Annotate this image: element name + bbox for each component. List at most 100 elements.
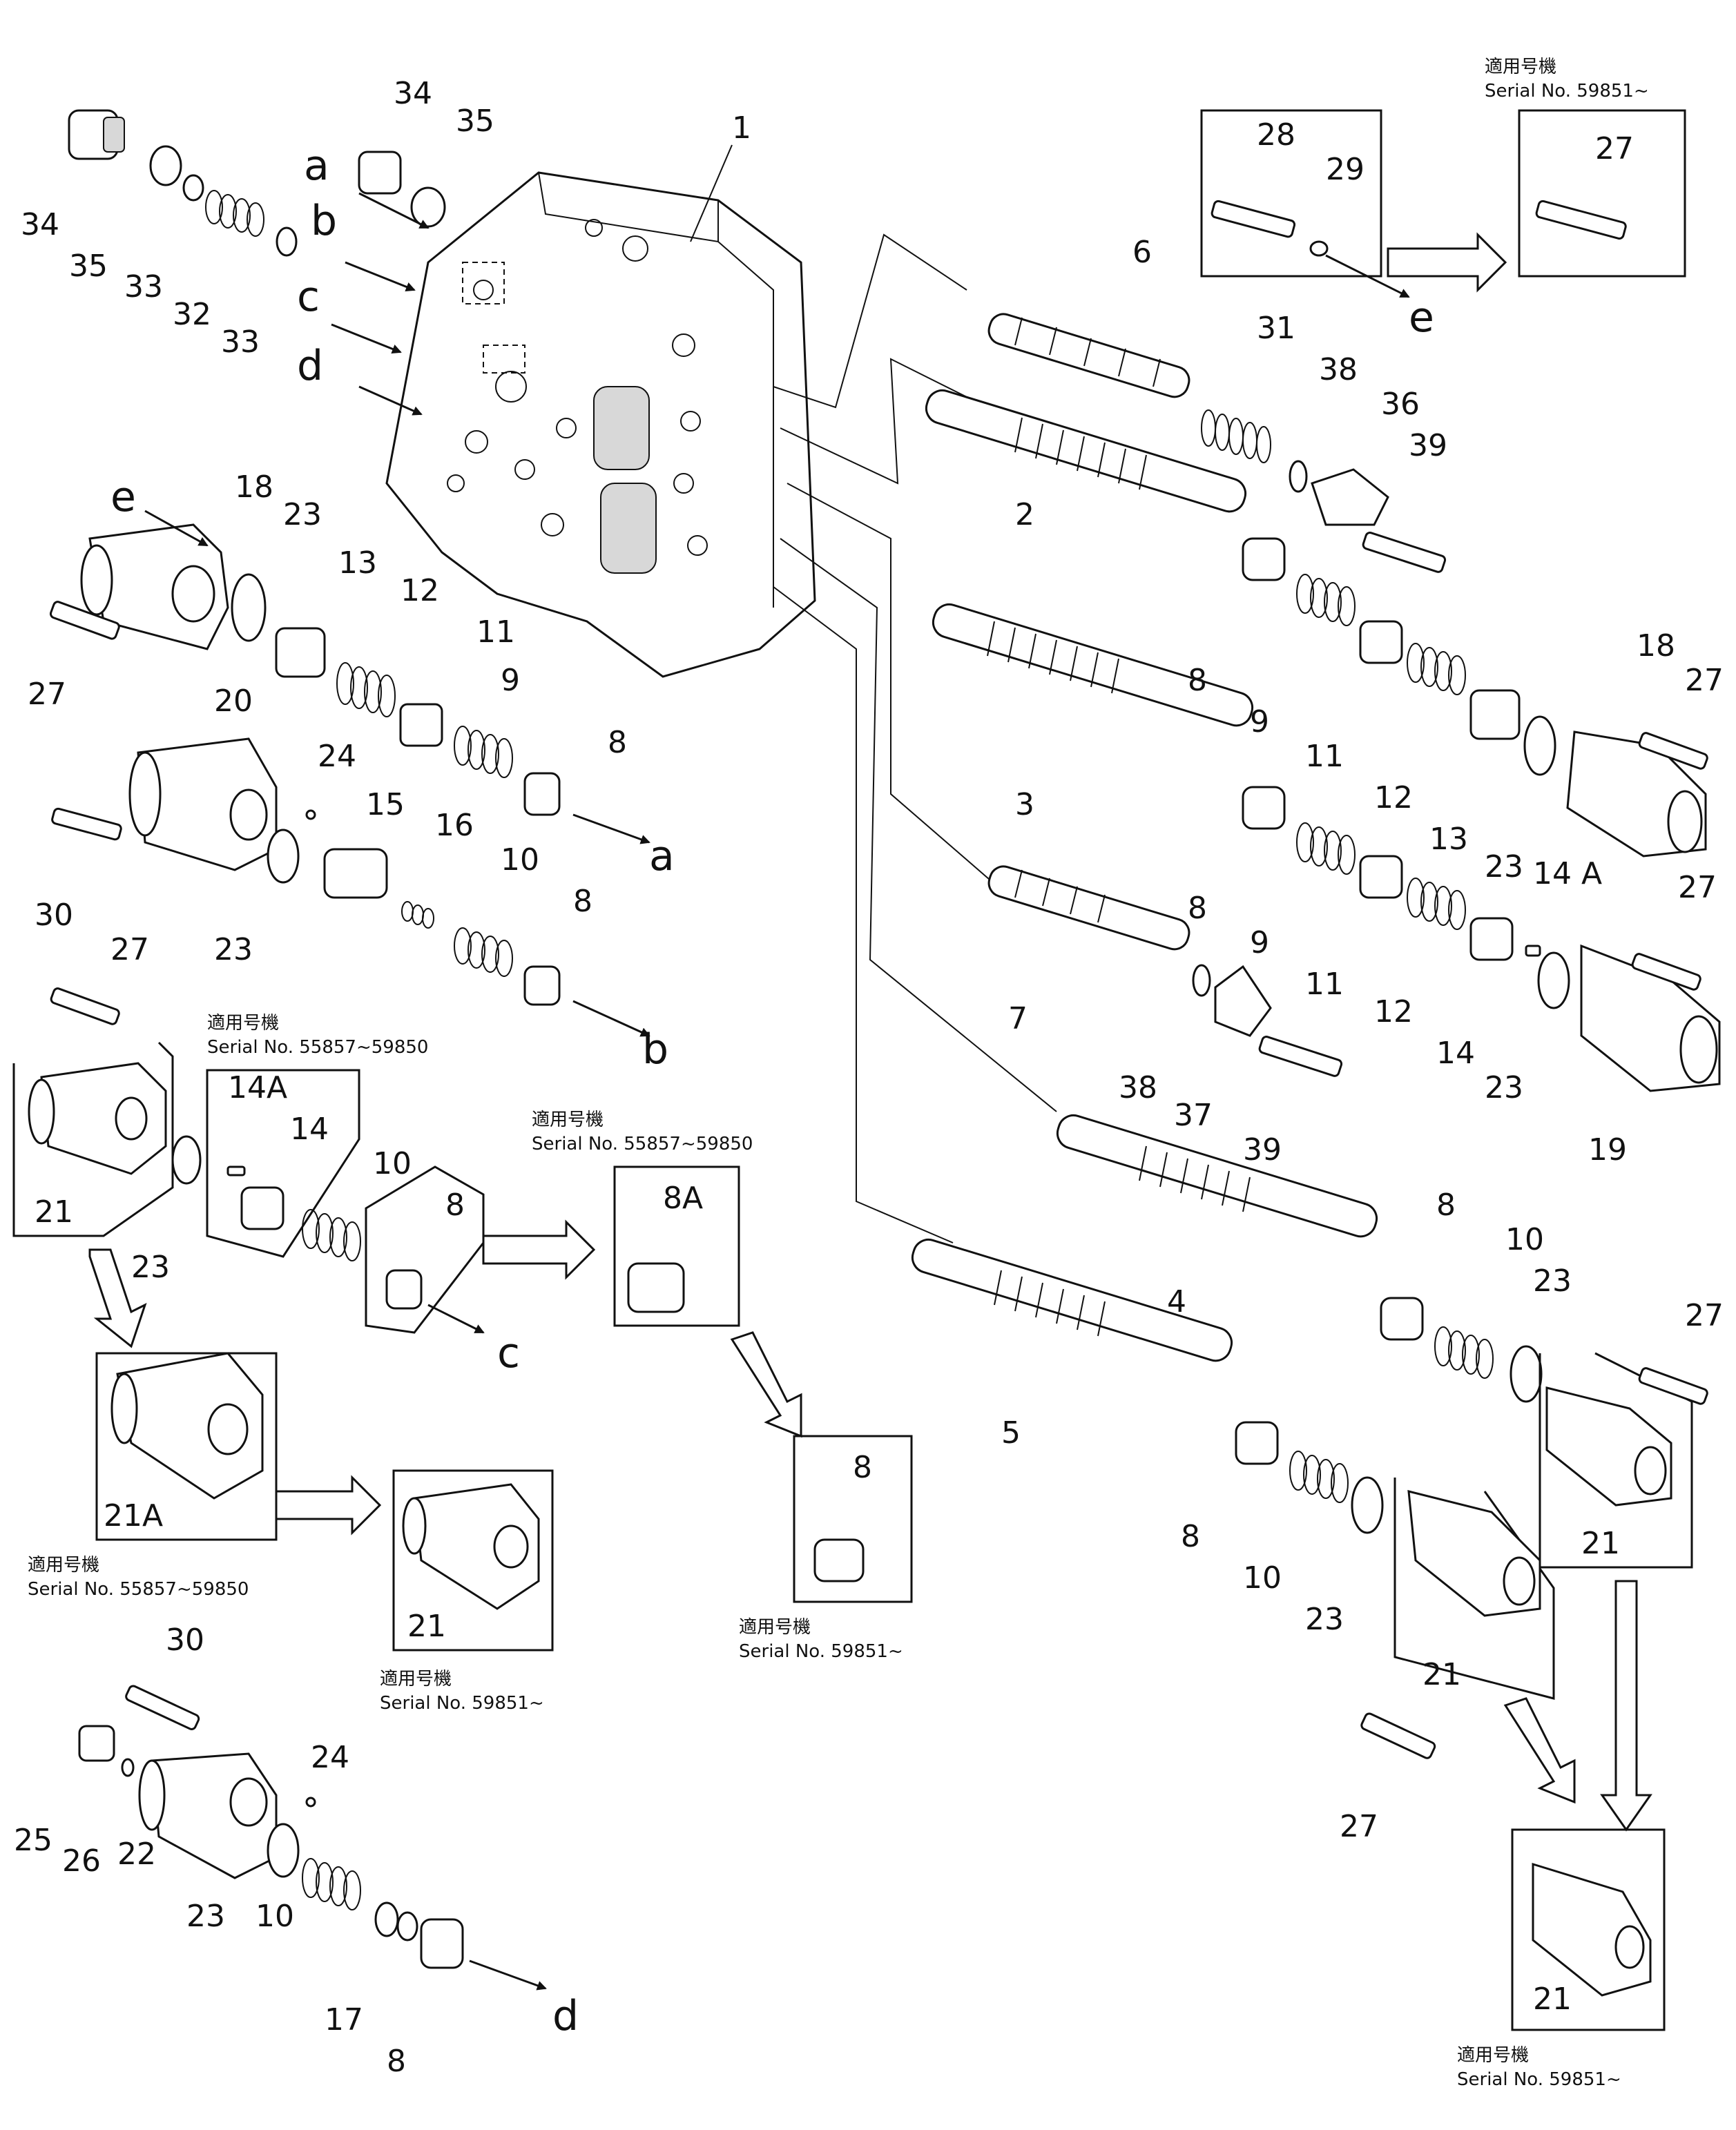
callout-30-bottom: 30 bbox=[166, 1623, 204, 1658]
callout-22: 22 bbox=[117, 1837, 156, 1872]
callout-27-rightbox: 27 bbox=[1685, 1298, 1724, 1333]
spool-4 bbox=[1056, 1114, 1543, 1403]
serial-title-21-bottomright: 適用号機 bbox=[1457, 2045, 1529, 2066]
callout-6: 6 bbox=[1132, 235, 1152, 270]
callout-21-lowerbox: 21 bbox=[407, 1609, 446, 1644]
serial-title-14box: 適用号機 bbox=[207, 1013, 279, 1034]
callout-21A: 21A bbox=[104, 1498, 163, 1533]
letter-e-right: e bbox=[1409, 293, 1434, 342]
callout-20: 20 bbox=[214, 684, 253, 719]
callout-18-left: 18 bbox=[235, 469, 273, 505]
serial-title-21-lower: 適用号機 bbox=[380, 1669, 452, 1690]
callout-23-21: 23 bbox=[131, 1250, 170, 1285]
callout-34-top: 34 bbox=[394, 76, 432, 111]
serial-range-8A: Serial No. 55857~59850 bbox=[532, 1134, 753, 1154]
hollow-arrows bbox=[88, 232, 1652, 1832]
callout-23-left: 23 bbox=[283, 497, 322, 532]
callout-21-rightbox: 21 bbox=[1581, 1526, 1620, 1561]
letter-d-bottom: d bbox=[552, 1992, 579, 2040]
callout-13-right: 13 bbox=[1429, 822, 1468, 857]
box-8A bbox=[613, 1165, 740, 1327]
callout-27-left: 27 bbox=[28, 677, 66, 712]
callout-13-left: 13 bbox=[338, 545, 377, 581]
callout-39-top: 39 bbox=[1409, 428, 1447, 463]
connection-lines bbox=[773, 233, 1057, 1243]
spool-3 bbox=[932, 603, 1570, 1009]
box-21A bbox=[95, 1352, 278, 1541]
callout-24-top: 24 bbox=[318, 739, 356, 774]
serial-range-14box: Serial No. 55857~59850 bbox=[207, 1037, 428, 1058]
callout-27-21: 27 bbox=[110, 932, 149, 967]
bottom-left-group bbox=[78, 1685, 547, 1991]
callout-38-top: 38 bbox=[1319, 352, 1358, 387]
callout-9-spool2: 9 bbox=[1250, 704, 1269, 739]
spool-7 bbox=[987, 865, 1343, 1077]
callout-37: 37 bbox=[1174, 1098, 1213, 1133]
serial-title-21A: 適用号機 bbox=[28, 1555, 99, 1576]
callout-10-spool5: 10 bbox=[1243, 1560, 1282, 1596]
callout-35-left: 35 bbox=[69, 249, 108, 284]
callout-21-bottombox: 21 bbox=[1533, 1982, 1572, 2017]
callout-36: 36 bbox=[1381, 387, 1420, 422]
callout-14-box: 14 bbox=[290, 1112, 329, 1147]
callout-12-spool3: 12 bbox=[1374, 994, 1413, 1029]
callout-27-topbox: 27 bbox=[1595, 131, 1634, 166]
leader-1 bbox=[690, 144, 733, 242]
serial-box-14 bbox=[206, 1069, 361, 1261]
callout-2: 2 bbox=[1015, 497, 1034, 532]
solenoid-21-left-group bbox=[12, 987, 202, 1237]
serial-range-top: Serial No. 59851~ bbox=[1485, 81, 1649, 101]
bottom-right-solenoid-21 bbox=[1511, 1828, 1666, 2031]
box-8-c bbox=[365, 1165, 485, 1334]
callout-27-19: 27 bbox=[1678, 870, 1717, 905]
callout-8-bottombox: 8 bbox=[853, 1450, 872, 1485]
letter-e-left: e bbox=[110, 473, 136, 521]
callout-14A-right: 14 A bbox=[1533, 856, 1602, 891]
callout-8-spool3: 8 bbox=[1188, 891, 1207, 926]
callout-8-c: 8 bbox=[445, 1188, 465, 1223]
callout-10-b: 10 bbox=[501, 842, 539, 878]
callout-8-spool5: 8 bbox=[1181, 1519, 1200, 1554]
right-solenoid-19 bbox=[1580, 944, 1721, 1092]
callout-10-c: 10 bbox=[373, 1146, 412, 1181]
callout-4: 4 bbox=[1167, 1284, 1186, 1319]
callout-30-top: 30 bbox=[35, 898, 73, 933]
callout-23-spool5: 23 bbox=[1305, 1602, 1344, 1637]
callout-28: 28 bbox=[1257, 117, 1295, 153]
callout-15: 15 bbox=[366, 787, 405, 822]
letter-d-top: d bbox=[297, 342, 323, 390]
callout-34-left: 34 bbox=[21, 207, 59, 242]
callout-23-20: 23 bbox=[214, 932, 253, 967]
reference-letters: a b c d e e a b c d bbox=[110, 142, 1434, 2040]
callout-23-spool4: 23 bbox=[1533, 1264, 1572, 1299]
spool-2 bbox=[925, 389, 1556, 776]
callout-3: 3 bbox=[1015, 787, 1034, 822]
serial-title-top: 適用号機 bbox=[1485, 57, 1556, 77]
callout-9-left: 9 bbox=[501, 663, 520, 698]
callout-11-left: 11 bbox=[476, 614, 515, 650]
callout-21-leftbox: 21 bbox=[35, 1194, 73, 1230]
callout-1: 1 bbox=[732, 110, 751, 146]
callout-10-d: 10 bbox=[255, 1899, 294, 1934]
callout-8-b: 8 bbox=[573, 884, 592, 919]
callout-11-spool3: 11 bbox=[1305, 967, 1344, 1002]
letter-a-top: a bbox=[304, 142, 329, 190]
right-solenoid-18 bbox=[1566, 730, 1708, 858]
left-solenoid-18-group bbox=[49, 510, 650, 844]
valve-body bbox=[385, 171, 816, 678]
callout-26: 26 bbox=[62, 1843, 101, 1879]
serial-range-21A: Serial No. 55857~59850 bbox=[28, 1579, 249, 1600]
callout-31: 31 bbox=[1257, 311, 1295, 346]
callout-7: 7 bbox=[1008, 1001, 1028, 1036]
letter-c-bottom: c bbox=[497, 1329, 520, 1377]
upper-right-serial-boxes bbox=[1200, 109, 1686, 298]
serial-title-8-bottom: 適用号機 bbox=[739, 1617, 811, 1638]
callout-12-left: 12 bbox=[401, 573, 439, 608]
right-solenoid-21-box bbox=[1539, 1352, 1708, 1569]
callouts: 1 2 3 4 5 6 7 8 8 8 8 8 8 8 8 8 8A 9 9 9… bbox=[14, 76, 1724, 2079]
callout-5: 5 bbox=[1001, 1415, 1021, 1451]
callout-23-bottom: 23 bbox=[186, 1899, 225, 1934]
callout-8-a: 8 bbox=[608, 725, 627, 760]
